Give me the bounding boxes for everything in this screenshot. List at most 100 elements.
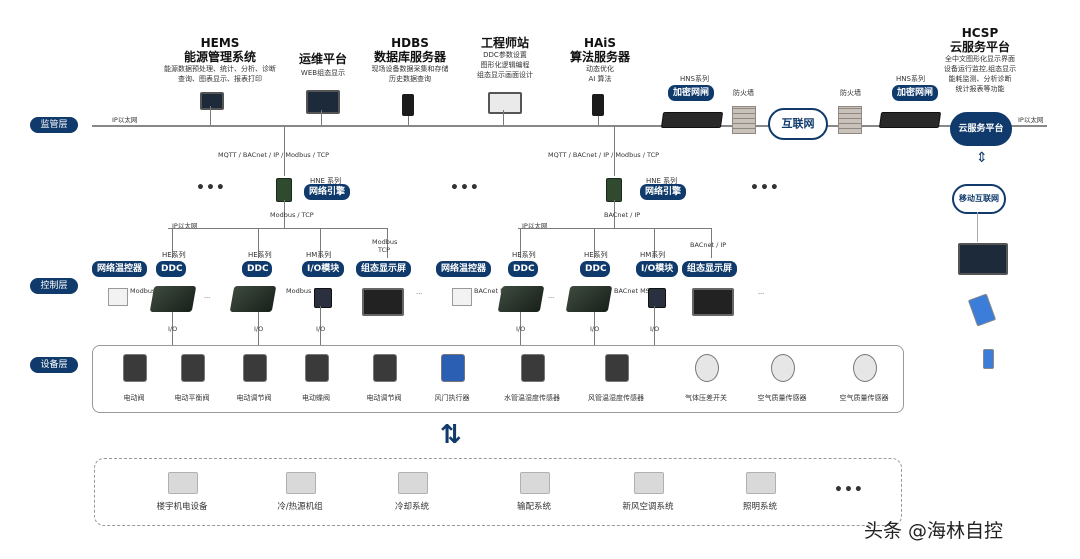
subsystem-icon <box>634 472 664 494</box>
field-device-label: 电动阀 <box>123 394 145 402</box>
ddc-device-icon <box>497 286 545 312</box>
connector <box>594 312 595 346</box>
connector <box>172 312 173 346</box>
ellipsis: ••• <box>750 180 780 196</box>
ellipsis-small: ... <box>204 292 211 300</box>
connector <box>408 116 409 125</box>
io-label: I/O <box>590 325 600 333</box>
network-engine-device-icon <box>606 178 622 202</box>
display-screen-badge: 组态显示屏 <box>356 261 412 277</box>
connector <box>520 312 521 346</box>
ddc-device-icon <box>565 286 613 312</box>
field-device-icon <box>853 354 877 382</box>
thermostat-icon <box>452 288 472 306</box>
screen-proto-1: BACnet / IP <box>690 241 727 249</box>
io-module-badge: I/O模块 <box>636 261 679 277</box>
monitor-icon <box>200 92 224 110</box>
bus-tag: BACnet MS/TP <box>474 287 520 295</box>
connector <box>321 110 322 125</box>
protocol-bottom-1: Modbus / TCP <box>270 211 314 219</box>
io-module-icon <box>314 288 332 308</box>
connector <box>654 306 655 346</box>
ddc-badge: DDC <box>156 261 186 277</box>
gateway-device-icon <box>878 112 942 128</box>
hm-series-label: HM系列 <box>306 251 332 259</box>
display-screen-icon <box>362 288 404 316</box>
field-device-label: 风门执行器 <box>434 394 470 402</box>
io-label: I/O <box>316 325 326 333</box>
hne-series-label: HNE 系列 <box>310 177 342 185</box>
connector <box>172 228 173 258</box>
thermostat-badge: 网络温控器 <box>92 261 148 277</box>
protocol-top-1: MQTT / BACnet / IP / Modbus / TCP <box>218 151 330 159</box>
hns-series-label: HNS系列 <box>680 75 709 83</box>
connector <box>320 228 321 258</box>
connector <box>387 228 388 258</box>
connector <box>258 312 259 346</box>
subsystem-label: 楼宇机电设备 <box>156 502 208 512</box>
connector <box>977 212 978 242</box>
display-screen-icon <box>692 288 734 316</box>
field-device-icon <box>771 354 795 382</box>
layer-device: 设备层 <box>30 357 78 373</box>
subsystem-icon <box>286 472 316 494</box>
ethernet-bus <box>92 125 1047 127</box>
ddc-badge: DDC <box>508 261 538 277</box>
display-screen-badge: 组态显示屏 <box>682 261 738 277</box>
io-label: I/O <box>168 325 178 333</box>
field-device-icon <box>695 354 719 382</box>
bidirectional-arrow-icon: ⇅ <box>440 420 462 450</box>
ellipsis: ••• <box>834 482 864 498</box>
io-module-icon <box>648 288 666 308</box>
he-series-label: HE系列 <box>162 251 186 259</box>
bus-tag: Modbus RTU <box>130 287 171 295</box>
ellipsis-small: ... <box>416 288 423 296</box>
ellipsis: ••• <box>196 180 226 196</box>
device-layer-frame <box>92 345 904 413</box>
connector <box>284 126 285 176</box>
subsystem-label: 冷/热源机组 <box>277 502 323 512</box>
field-device-label: 电动调节阀 <box>366 394 402 402</box>
field-device-label: 空气质量传感器 <box>757 394 807 402</box>
hne-series-label: HNE 系列 <box>646 177 678 185</box>
subsystem-icon <box>168 472 198 494</box>
sub-bus <box>168 228 388 229</box>
subsystem-icon <box>746 472 776 494</box>
he-series-label: HE系列 <box>248 251 272 259</box>
io-label: I/O <box>254 325 264 333</box>
bus-tag: BACnet MS/TP <box>614 287 660 295</box>
field-device-icon <box>441 354 465 382</box>
screen-proto-1: Modbus <box>372 238 398 246</box>
thermostat-badge: 网络温控器 <box>436 261 492 277</box>
updown-arrow-icon: ⇕ <box>976 150 988 166</box>
field-device-label: 电动蝶阀 <box>302 394 330 402</box>
connector <box>520 228 521 258</box>
connector <box>258 228 259 258</box>
ddc-device-icon <box>149 286 197 312</box>
network-engine-badge: 网络引擎 <box>304 184 351 200</box>
watermark: 头条 @海林自控 <box>864 520 1004 542</box>
ddc-badge: DDC <box>580 261 610 277</box>
laptop-icon <box>958 243 1008 275</box>
connector <box>320 306 321 346</box>
tablet-icon <box>967 293 997 327</box>
field-device-icon <box>605 354 629 382</box>
ip-ethernet-2: IP以太网 <box>522 222 548 230</box>
encrypt-gateway-badge: 加密网闸 <box>668 85 715 101</box>
ddc-device-icon <box>229 286 277 312</box>
field-device-icon <box>373 354 397 382</box>
subsystem-label: 输配系统 <box>516 502 551 512</box>
layer-control: 控制层 <box>30 278 78 294</box>
ellipsis: ••• <box>450 180 480 196</box>
field-device-label: 风管温湿度传感器 <box>588 394 644 402</box>
firewall-icon <box>732 106 756 134</box>
protocol-top-2: MQTT / BACnet / IP / Modbus / TCP <box>548 151 660 159</box>
hcsp-desc: 全中文图形化显示界面设备运行监控,组态显示 能耗监测、分析诊断统计报表等功能 <box>943 55 1017 93</box>
layer-monitor: 监管层 <box>30 117 78 133</box>
mobile-internet-cloud: 移动互联网 <box>952 184 1006 214</box>
gateway-device-icon <box>660 112 724 128</box>
